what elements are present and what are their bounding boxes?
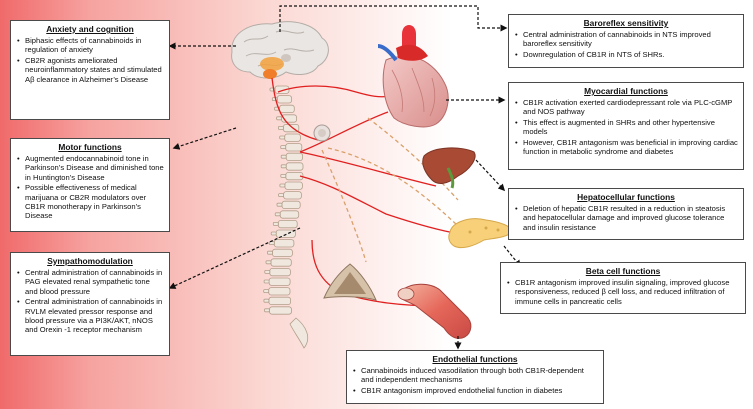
list-item: CB2R agonists ameliorated neuroinflammat… (17, 56, 164, 84)
motor-functions-box: Motor functions Augmented endocannabinoi… (10, 138, 170, 232)
vertebra-process (264, 308, 270, 313)
baroreflex-sensitivity-box: Baroreflex sensitivity Central administr… (508, 14, 744, 68)
list-item: However, CB1R antagonism was beneficial … (515, 138, 738, 157)
myocardial-functions-box: Myocardial functions CB1R activation exe… (508, 82, 744, 170)
vertebra (273, 239, 295, 248)
vertebra (268, 287, 291, 296)
vertebra (269, 267, 291, 277)
vertebra-process (263, 298, 270, 303)
vertebra-process (274, 212, 281, 217)
vertebra-process (280, 154, 287, 159)
connector-arrows (168, 5, 521, 350)
vertebra (284, 181, 303, 190)
vertebra (268, 277, 291, 286)
list-item: Biphasic effects of cannabinoids in regu… (17, 36, 164, 55)
vertebra-process (272, 221, 279, 226)
vertebra (268, 296, 291, 306)
adrenal-gland-icon (323, 263, 377, 301)
vertebra (279, 210, 300, 219)
vertebra (281, 200, 301, 209)
sacrum (289, 317, 309, 349)
bullet-list: CB1R activation exerted cardiodepressant… (514, 98, 738, 156)
bullet-list: Biphasic effects of cannabinoids in regu… (16, 36, 164, 84)
list-item: Central administration of cannabinoids i… (17, 268, 164, 296)
bullet-list: Deletion of hepatic CB1R resulted in a r… (514, 204, 738, 232)
list-item: Augmented endocannabinoid tone in Parkin… (17, 154, 164, 182)
vertebra (270, 258, 292, 267)
vertebra-process (279, 183, 286, 188)
vertebra-process (265, 260, 272, 265)
vertebra (272, 248, 293, 257)
vertebra-process (280, 145, 287, 150)
vertebra (277, 219, 298, 229)
vertebra (285, 143, 303, 152)
vertebra-process (263, 289, 270, 294)
vertebra-process (263, 279, 270, 284)
vertebra-process (277, 126, 284, 130)
bullet-list: Cannabinoids induced vasodilation throug… (352, 366, 598, 396)
vertebra-process (276, 202, 283, 207)
vertebra-process (276, 116, 283, 121)
vertebra-process (280, 164, 287, 169)
vertebra-process (279, 135, 286, 140)
nerve-paths-dashed (321, 117, 459, 263)
list-item: Central administration of cannabinoids i… (515, 30, 738, 49)
box-title: Sympathomodulation (47, 256, 133, 266)
list-item: CB1R antagonism improved insulin signali… (507, 278, 740, 306)
blood-vessel-icon (397, 283, 472, 339)
list-item: Possible effectiveness of medical mariju… (17, 183, 164, 221)
sympathomodulation-box: Sympathomodulation Central administratio… (10, 252, 170, 356)
list-item: CB1R antagonism improved endothelial fun… (353, 386, 598, 396)
bullet-list: Central administration of cannabinoids i… (514, 30, 738, 60)
beta-cell-functions-box: Beta cell functions CB1R antagonism impr… (500, 262, 746, 314)
vertebra-process (280, 173, 287, 178)
box-title: Baroreflex sensitivity (583, 18, 669, 28)
ganglion-icon (313, 124, 331, 142)
list-item: Deletion of hepatic CB1R resulted in a r… (515, 204, 738, 232)
box-title: Myocardial functions (584, 86, 668, 96)
box-title: Endothelial functions (432, 354, 518, 364)
vertebra-process (267, 250, 273, 255)
vertebra (279, 104, 295, 113)
liver-icon (422, 147, 476, 189)
vertebra (275, 229, 296, 238)
heart-icon (377, 25, 449, 128)
list-item: Cannabinoids induced vasodilation throug… (353, 366, 598, 385)
vertebra-process (270, 231, 277, 236)
nerve-paths (271, 77, 461, 307)
vertebra (285, 152, 304, 161)
list-item: Central administration of cannabinoids i… (17, 297, 164, 335)
vertebra (276, 95, 292, 104)
pancreas-icon (448, 218, 513, 249)
list-item: CB1R activation exerted cardiodepressant… (515, 98, 738, 117)
spinal-column-icon (263, 85, 309, 349)
box-title: Motor functions (58, 142, 122, 152)
box-title: Anxiety and cognition (46, 24, 134, 34)
vertebra (283, 191, 302, 200)
list-item: This effect is augmented in SHRs and oth… (515, 118, 738, 137)
anxiety-cognition-box: Anxiety and cognition Biphasic effects o… (10, 20, 170, 120)
box-title: Beta cell functions (585, 266, 661, 276)
vertebra (284, 133, 301, 142)
vertebra-process (278, 193, 285, 198)
vertebra-process (268, 241, 275, 246)
brain-icon (231, 21, 329, 79)
list-item: Downregulation of CB1R in NTS of SHRs. (515, 50, 738, 60)
bullet-list: CB1R antagonism improved insulin signali… (506, 278, 740, 306)
vertebra-process (264, 269, 271, 274)
box-title: Hepatocellular functions (577, 192, 675, 202)
bullet-list: Central administration of cannabinoids i… (16, 268, 164, 335)
endothelial-functions-box: Endothelial functions Cannabinoids induc… (346, 350, 604, 404)
vertebra (269, 306, 292, 315)
bullet-list: Augmented endocannabinoid tone in Parkin… (16, 154, 164, 221)
hepatocellular-functions-box: Hepatocellular functions Deletion of hep… (508, 188, 744, 240)
vertebra (285, 162, 304, 171)
